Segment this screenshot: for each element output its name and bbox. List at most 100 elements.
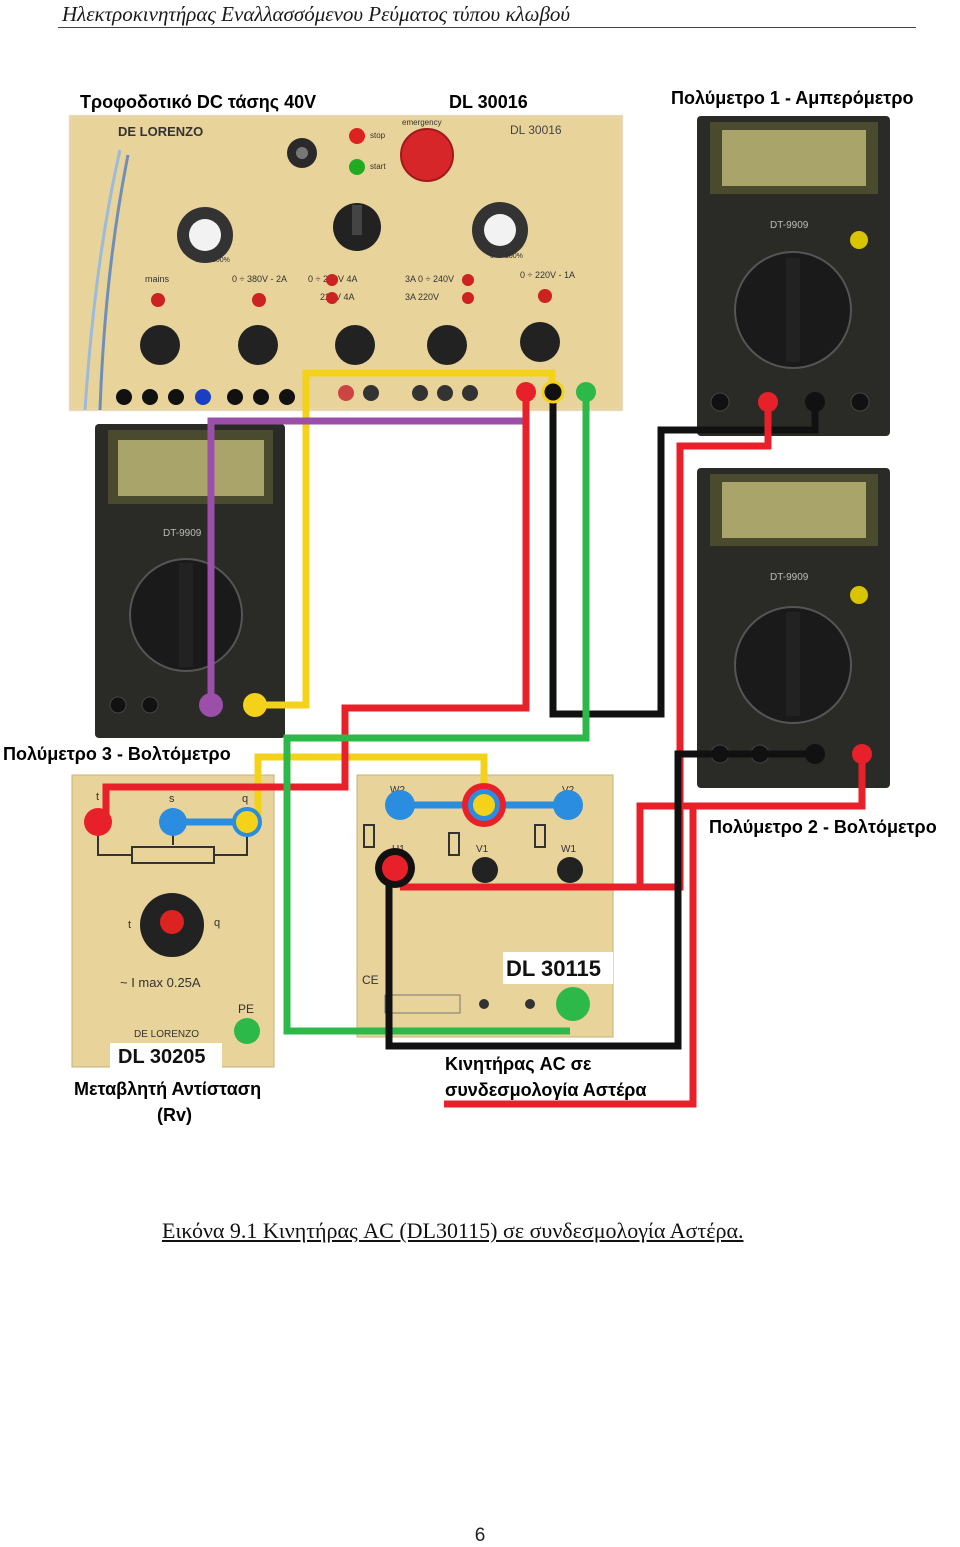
meter3-dial-pointer bbox=[179, 563, 193, 667]
start-button[interactable] bbox=[349, 159, 365, 175]
meter1-jack-4[interactable] bbox=[850, 392, 870, 412]
label-motor-line1: Κινητήρας AC σε bbox=[445, 1054, 592, 1074]
output3-label: 3A 0 ÷ 240V bbox=[405, 274, 454, 284]
plug-rheostat-t[interactable] bbox=[84, 808, 112, 836]
knob-right-pct0: 0 bbox=[490, 253, 494, 260]
meter3-jack-2[interactable] bbox=[141, 696, 159, 714]
meter1-display bbox=[722, 130, 866, 186]
terminal-out-6[interactable] bbox=[462, 385, 478, 401]
meter3-model: DT-9909 bbox=[163, 528, 202, 539]
motor-model-tag bbox=[503, 952, 613, 984]
rotary-switch-5[interactable] bbox=[520, 322, 560, 362]
rheostat-knob-q: q bbox=[214, 917, 220, 929]
motor-v1-label: V1 bbox=[476, 844, 489, 855]
motor-terminal-v1[interactable] bbox=[472, 857, 498, 883]
knob-right-pct100: 100% bbox=[505, 253, 523, 260]
plug-supply-red[interactable] bbox=[516, 382, 536, 402]
lamp-2 bbox=[326, 274, 338, 286]
meter2-dial-pointer bbox=[786, 612, 800, 716]
blue-cable-2 bbox=[98, 154, 130, 411]
terminal-N[interactable] bbox=[195, 389, 211, 405]
plug-motor-w2[interactable] bbox=[385, 790, 415, 820]
terminal-out-2[interactable] bbox=[253, 389, 269, 405]
meter1-power-button[interactable] bbox=[850, 231, 868, 249]
rheostat-imax: ~ I max 0.25A bbox=[120, 975, 201, 990]
motor-ce-mark: CE bbox=[362, 973, 379, 987]
rotary-switch-4[interactable] bbox=[427, 325, 467, 365]
terminal-out-4[interactable] bbox=[412, 385, 428, 401]
plug-meter3-purple[interactable] bbox=[199, 693, 223, 717]
rotary-switch-3[interactable] bbox=[335, 325, 375, 365]
motor-terminal-w1[interactable] bbox=[557, 857, 583, 883]
terminal-out-1[interactable] bbox=[227, 389, 243, 405]
emergency-label: emergency bbox=[402, 118, 442, 127]
wire-red-4 bbox=[444, 806, 697, 1108]
rheostat-model-tag bbox=[110, 1043, 222, 1069]
plug-rheostat-q[interactable] bbox=[232, 807, 262, 837]
plug-rheostat-pe[interactable] bbox=[234, 1018, 260, 1044]
label-rheostat-line2: (Rv) bbox=[157, 1105, 192, 1125]
terminal-L2[interactable] bbox=[142, 389, 158, 405]
lamp-5 bbox=[462, 292, 474, 304]
plug-meter3-yellow[interactable] bbox=[243, 693, 267, 717]
plug-motor-u1-core bbox=[382, 855, 408, 881]
multimeter-1: DT-9909 bbox=[697, 116, 890, 436]
terminal-out-3[interactable] bbox=[279, 389, 295, 405]
lamp-3 bbox=[326, 292, 338, 304]
meter1-model: DT-9909 bbox=[770, 220, 809, 231]
figure-caption: Εικόνα 9.1 Κινητήρας AC (DL30115) σε συν… bbox=[162, 1218, 744, 1243]
meter2-model: DT-9909 bbox=[770, 572, 809, 583]
meter1-jack-1[interactable] bbox=[710, 392, 730, 412]
wires bbox=[102, 369, 866, 1108]
meter3-jack-1[interactable] bbox=[109, 696, 127, 714]
plug-supply-green[interactable] bbox=[576, 382, 596, 402]
multimeter-2: DT-9909 bbox=[697, 468, 890, 788]
start-label: start bbox=[370, 162, 386, 171]
label-motor-line2: συνδεσμολογία Αστέρα bbox=[445, 1080, 647, 1100]
rheostat-knob-t: t bbox=[128, 919, 131, 931]
panel-brand: DE LORENZO bbox=[118, 124, 203, 139]
emergency-button[interactable] bbox=[400, 128, 454, 182]
terminal-dc-plus[interactable] bbox=[338, 385, 354, 401]
plug-meter2-black[interactable] bbox=[805, 744, 825, 764]
meter2-power-button[interactable] bbox=[850, 586, 868, 604]
rheostat-pe-label: PE bbox=[238, 1002, 254, 1016]
rheostat-q-label: q bbox=[242, 793, 248, 805]
terminal-out-5[interactable] bbox=[437, 385, 453, 401]
motor-plate bbox=[384, 994, 461, 1014]
page-header-title: Ηλεκτροκινητήρας Εναλλασσόμενου Ρεύματος… bbox=[62, 2, 571, 26]
rotary-switch-1[interactable] bbox=[140, 325, 180, 365]
meter1-dial-pointer bbox=[786, 258, 800, 362]
wire-red-3 bbox=[636, 754, 866, 887]
wire-black-1 bbox=[549, 392, 819, 718]
output1-label: 0 ÷ 380V - 2A bbox=[232, 274, 287, 284]
label-dl30016: DL 30016 bbox=[449, 92, 528, 112]
plug-meter2-red[interactable] bbox=[852, 744, 872, 764]
rheostat-knob-center bbox=[160, 910, 184, 934]
mains-lamp bbox=[151, 293, 165, 307]
page-number: 6 bbox=[474, 1525, 486, 1546]
rheostat-s-label: s bbox=[169, 793, 175, 805]
plug-supply-black[interactable] bbox=[541, 380, 565, 404]
plug-meter1-black[interactable] bbox=[805, 392, 825, 412]
terminal-L1[interactable] bbox=[116, 389, 132, 405]
rheostat-model: DL 30205 bbox=[118, 1046, 205, 1068]
rotary-switch-2[interactable] bbox=[238, 325, 278, 365]
supply-panel: DE LORENZO DL 30016 stop start emergency… bbox=[68, 114, 624, 412]
terminal-L3[interactable] bbox=[168, 389, 184, 405]
terminal-dc-minus[interactable] bbox=[363, 385, 379, 401]
label-multimeter-2: Πολύμετρο 2 - Βολτόμετρο bbox=[709, 817, 937, 837]
motor-w1-label: W1 bbox=[561, 844, 576, 855]
plug-motor-pe[interactable] bbox=[556, 987, 590, 1021]
key-switch-core bbox=[296, 147, 308, 159]
panel-model: DL 30016 bbox=[510, 123, 562, 137]
label-multimeter-3: Πολύμετρο 3 - Βολτόμετρο bbox=[3, 744, 231, 764]
motor-winding-1 bbox=[363, 824, 375, 848]
stop-button[interactable] bbox=[349, 128, 365, 144]
plug-rheostat-s[interactable] bbox=[159, 808, 187, 836]
plug-motor-v2[interactable] bbox=[553, 790, 583, 820]
lamp-1 bbox=[252, 293, 266, 307]
voltage-knob-left-cap bbox=[189, 219, 221, 251]
plug-meter1-red[interactable] bbox=[758, 392, 778, 412]
